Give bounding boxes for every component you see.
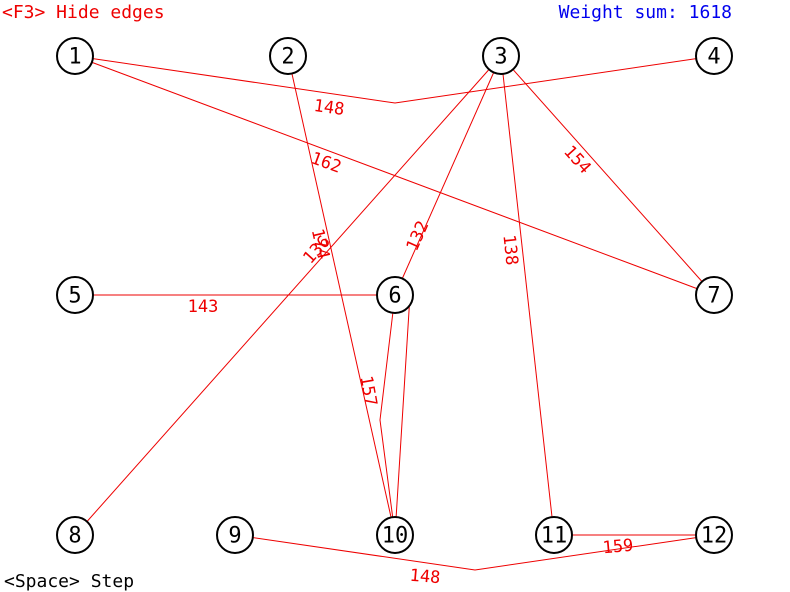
node-circle[interactable] <box>56 276 94 314</box>
node-circle[interactable] <box>376 276 414 314</box>
node-label: 4 <box>707 45 720 70</box>
graph-node-5[interactable]: 5 <box>56 276 94 314</box>
edge-weight-label-3-11: 138 <box>498 234 521 267</box>
node-label: 9 <box>228 524 241 549</box>
edge-3-7 <box>500 55 715 296</box>
edge-6-10 <box>379 294 411 536</box>
hide-edges-hint: <F3> Hide edges <box>2 2 165 23</box>
edge-weight-label-5-6: 143 <box>188 297 219 317</box>
graph-node-11[interactable]: 11 <box>535 516 573 554</box>
edge-3-6 <box>394 55 502 296</box>
graph-node-3[interactable]: 3 <box>482 37 520 75</box>
edge-weight-label-1-7: 162 <box>308 148 344 177</box>
graph-node-2[interactable]: 2 <box>269 37 307 75</box>
node-circle[interactable] <box>56 37 94 75</box>
graph-node-9[interactable]: 9 <box>216 516 254 554</box>
node-label: 2 <box>281 45 294 70</box>
edge-3-11 <box>500 55 555 536</box>
node-circle[interactable] <box>695 37 733 75</box>
node-label: 10 <box>382 524 409 549</box>
node-label: 11 <box>541 524 568 549</box>
node-label: 7 <box>707 284 720 309</box>
node-circle[interactable] <box>269 37 307 75</box>
edge-weight-label-1-4: 148 <box>312 96 345 120</box>
graph-node-7[interactable]: 7 <box>695 276 733 314</box>
graph-node-8[interactable]: 8 <box>56 516 94 554</box>
node-label: 8 <box>68 524 81 549</box>
node-label: 12 <box>701 524 728 549</box>
node-label: 3 <box>494 45 507 70</box>
edge-weight-label-6-10: 157 <box>355 374 380 408</box>
node-circle[interactable] <box>695 516 733 554</box>
node-circle[interactable] <box>216 516 254 554</box>
node-label: 1 <box>68 45 81 70</box>
graph-node-12[interactable]: 12 <box>695 516 733 554</box>
edge-weight-label-11-12: 159 <box>602 536 634 559</box>
node-circle[interactable] <box>376 516 414 554</box>
edge-weight-label-3-7: 154 <box>559 142 594 178</box>
graph-node-4[interactable]: 4 <box>695 37 733 75</box>
graph-node-6[interactable]: 6 <box>376 276 414 314</box>
edge-weight-label-9-12: 148 <box>409 566 441 589</box>
weight-sum-readout: Weight sum: 1618 <box>558 2 732 23</box>
step-hint: <Space> Step <box>4 571 135 592</box>
node-circle[interactable] <box>535 516 573 554</box>
node-circle[interactable] <box>56 516 94 554</box>
graph-node-10[interactable]: 10 <box>376 516 414 554</box>
graph-node-1[interactable]: 1 <box>56 37 94 75</box>
node-label: 5 <box>68 284 81 309</box>
edge-9-12 <box>234 534 715 571</box>
edge-weight-label-3-6: 132 <box>403 218 434 254</box>
node-circle[interactable] <box>482 37 520 75</box>
edges-layer <box>74 55 715 571</box>
node-label: 6 <box>388 284 401 309</box>
edge-1-4 <box>74 55 715 104</box>
node-circle[interactable] <box>695 276 733 314</box>
